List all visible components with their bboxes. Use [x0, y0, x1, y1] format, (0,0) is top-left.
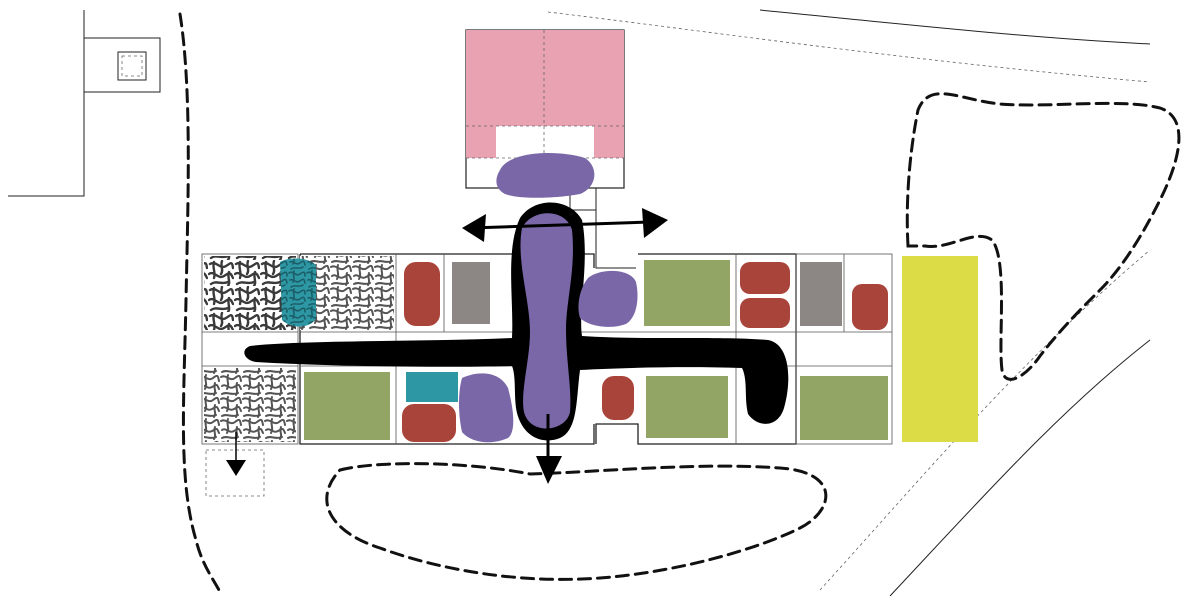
site-boundary-west-dashed	[178, 12, 222, 594]
access-arrow-outbuilding	[226, 432, 246, 476]
existing-building-annex	[83, 37, 161, 93]
circulation-spine	[244, 202, 789, 441]
main-building-grid	[201, 253, 893, 497]
purple-zone-south	[459, 373, 514, 443]
road-edge-north	[759, 9, 1151, 45]
green-zone-2	[304, 372, 390, 440]
red-zone-5	[402, 404, 456, 442]
purple-zone-north	[496, 153, 595, 198]
landscape-zone-south	[325, 462, 828, 581]
teal-textured-zone	[280, 258, 316, 327]
green-zone-4	[800, 376, 888, 440]
existing-building	[8, 10, 161, 197]
red-zone-6	[602, 376, 634, 420]
pink-zone	[466, 30, 624, 158]
existing-building-outline	[8, 10, 85, 197]
red-zone-1	[404, 262, 440, 326]
landscape-zone-east	[905, 92, 1181, 381]
gray-zone-1	[452, 262, 490, 324]
existing-building-core-inner	[121, 55, 143, 77]
teal-zone	[406, 372, 458, 402]
green-zone-3	[646, 376, 728, 438]
north-wing	[465, 29, 636, 269]
red-zone-3	[740, 298, 790, 328]
access-arrow-east-west	[462, 208, 668, 242]
existing-building-core	[117, 51, 147, 81]
road-edge-north-dashed	[547, 11, 1151, 83]
outbuilding-dashed	[205, 449, 265, 497]
green-zone-1	[644, 260, 730, 326]
road-edge-east	[889, 339, 1151, 596]
red-zone-2	[740, 262, 790, 294]
purple-central-spine	[520, 213, 573, 429]
gray-zone-2	[800, 262, 842, 326]
red-zone-4	[852, 284, 888, 330]
purple-zone-east	[578, 270, 638, 327]
textured-zone-sw	[204, 368, 296, 442]
yellow-zone	[902, 256, 978, 442]
access-arrow-south	[536, 414, 562, 484]
